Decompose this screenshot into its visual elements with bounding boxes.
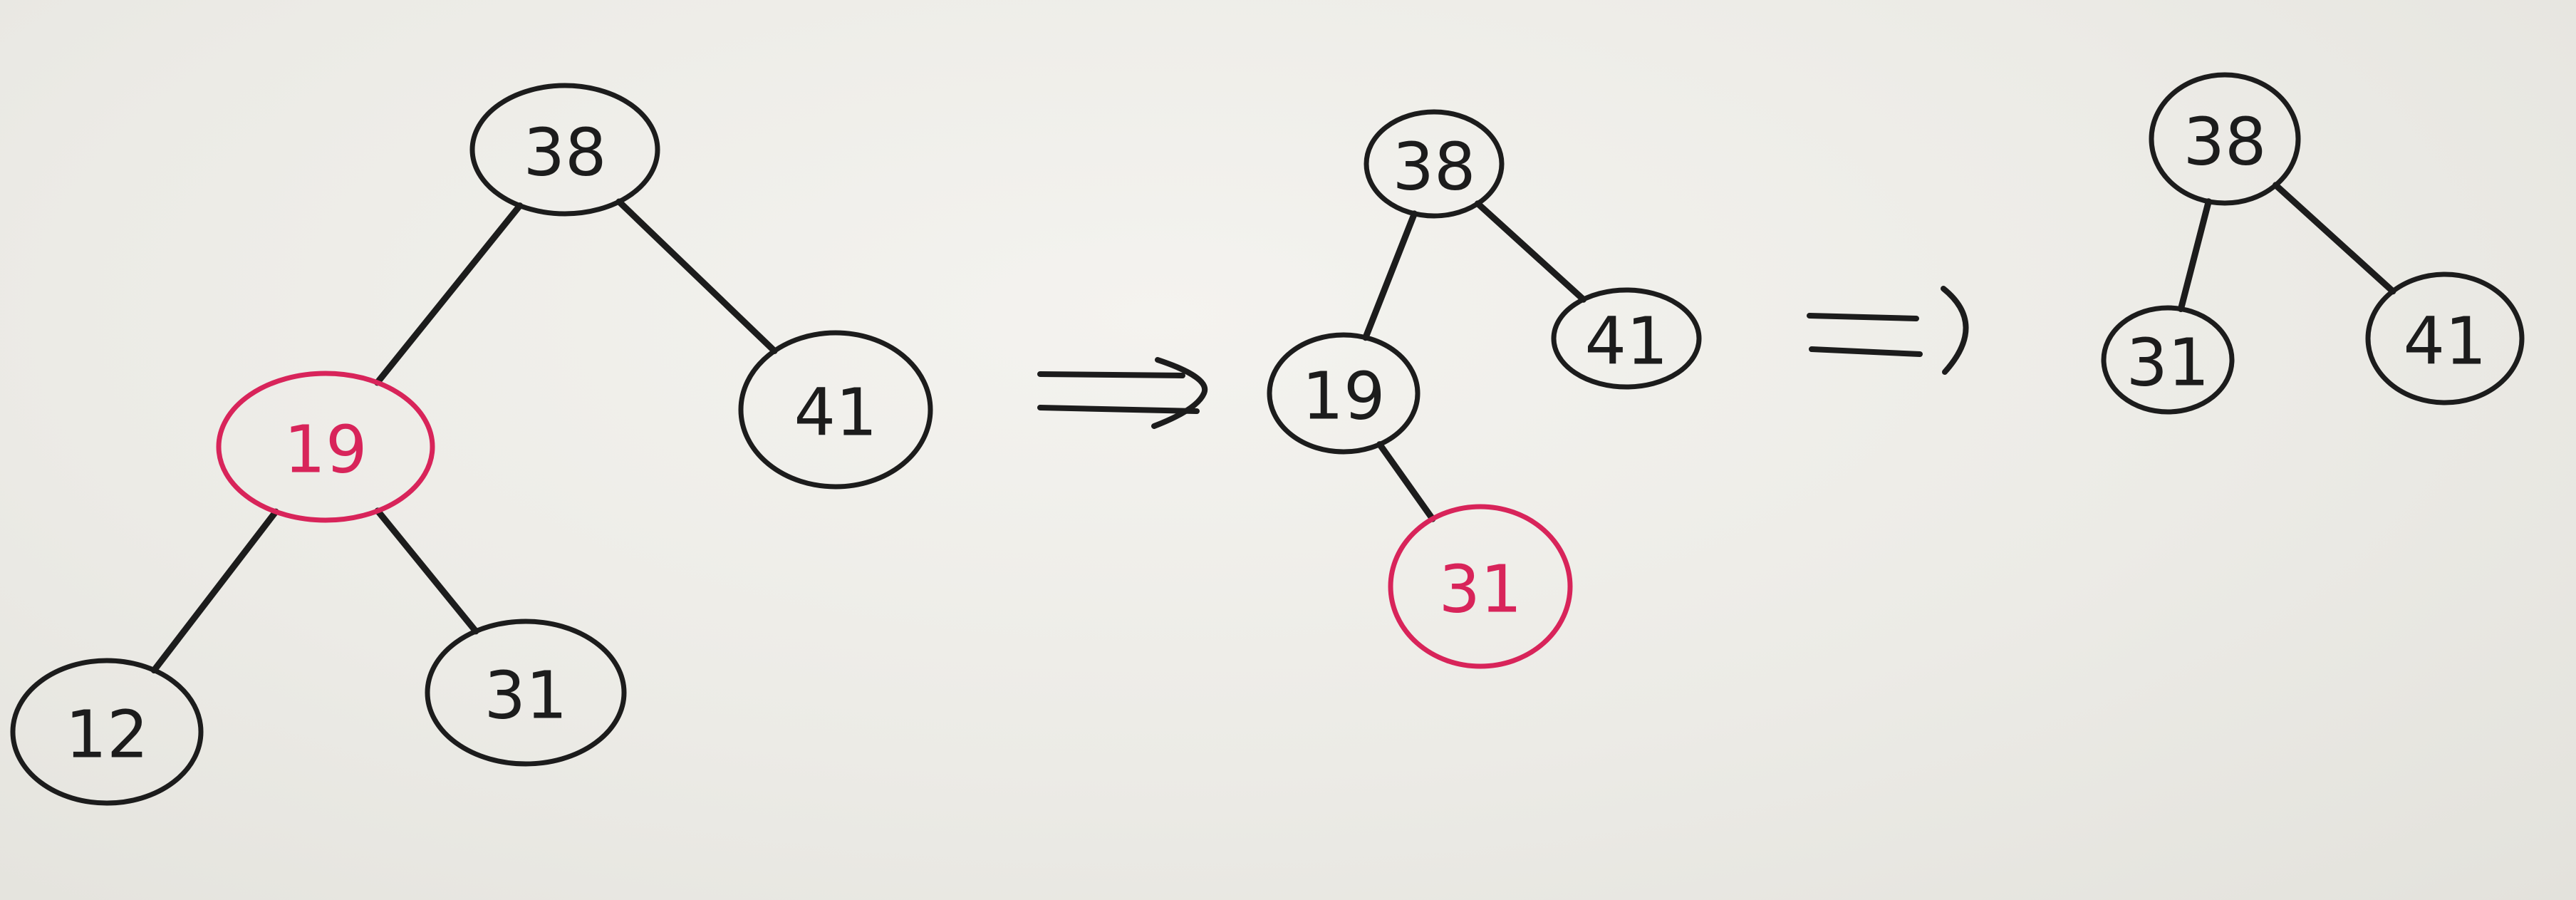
arrow-shaft: [1037, 405, 1200, 414]
tree-1-edge-n38-n19: [374, 202, 524, 386]
tree-2-node-41: 41: [1551, 287, 1702, 390]
tree-1-node-41: 41: [738, 330, 933, 490]
node-label: 31: [1438, 552, 1522, 628]
tree-1-edge-n38-n41: [616, 198, 778, 354]
node-circle: [216, 371, 435, 523]
node-label: 31: [484, 658, 567, 734]
nodes-layer: 38 19 41 12 31 38 19 41 31 38 31 41: [10, 72, 2525, 806]
tree-3-node-38: 38: [2149, 72, 2301, 206]
node-circle: [469, 83, 660, 217]
tree-1-node-19: 19: [216, 371, 435, 523]
arrow-head: [1941, 286, 1969, 375]
tree-3-node-31: 31: [2101, 305, 2235, 415]
tree-2: 38 19 41 31: [1267, 109, 1702, 669]
tree-2-node-19: 19: [1267, 332, 1421, 455]
tree-3-node-41: 41: [2365, 271, 2525, 405]
tree-2-node-31: 31: [1388, 504, 1573, 669]
arrow-1-implies-icon: [1037, 357, 1208, 429]
arrow-shaft: [1037, 371, 1185, 378]
arrow-shaft: [1807, 313, 1919, 321]
tree-3-edge-n38-n41: [2273, 182, 2396, 295]
tree-2-node-38: 38: [1364, 109, 1505, 219]
node-circle: [1388, 504, 1573, 669]
node-circle: [1267, 332, 1421, 455]
tree-1-node-31: 31: [425, 619, 627, 767]
node-circle: [425, 619, 627, 767]
node-label: 31: [2126, 325, 2209, 401]
node-label: 41: [2403, 304, 2486, 380]
node-circle: [1364, 109, 1505, 219]
node-label: 41: [1584, 304, 1668, 380]
arrow-head: [1151, 357, 1208, 429]
node-circle: [738, 330, 933, 490]
tree-1-edge-n19-n31: [374, 507, 479, 635]
node-label: 19: [284, 412, 367, 488]
arrow-shaft: [1809, 346, 1923, 357]
tree-3: 38 31 41: [2101, 72, 2525, 415]
node-circle: [2365, 271, 2525, 405]
node-label: 12: [65, 697, 148, 773]
tree-1: 38 19 41 12 31: [10, 83, 933, 806]
node-circle: [1551, 287, 1702, 390]
arrow-2-implies-icon: [1807, 286, 1969, 375]
node-label: 38: [2183, 104, 2266, 180]
tree-2-edge-n38-n41: [1474, 200, 1587, 303]
node-label: 41: [794, 375, 877, 451]
node-label: 38: [523, 115, 606, 191]
arrows-layer: [1037, 286, 1969, 429]
edges-layer: [150, 182, 2396, 674]
node-circle: [2101, 305, 2235, 415]
node-circle: [2149, 72, 2301, 206]
tree-2-edge-n38-n19: [1362, 210, 1418, 341]
node-circle: [10, 658, 204, 806]
tree-2-edge-n19-n31: [1376, 441, 1436, 522]
node-label: 38: [1392, 129, 1475, 205]
tree-1-node-38: 38: [469, 83, 660, 217]
node-label: 19: [1302, 358, 1385, 435]
tree-1-edge-n19-n12: [150, 508, 279, 674]
tree-3-edge-n38-n31: [2177, 198, 2212, 312]
tree-1-node-12: 12: [10, 658, 204, 806]
